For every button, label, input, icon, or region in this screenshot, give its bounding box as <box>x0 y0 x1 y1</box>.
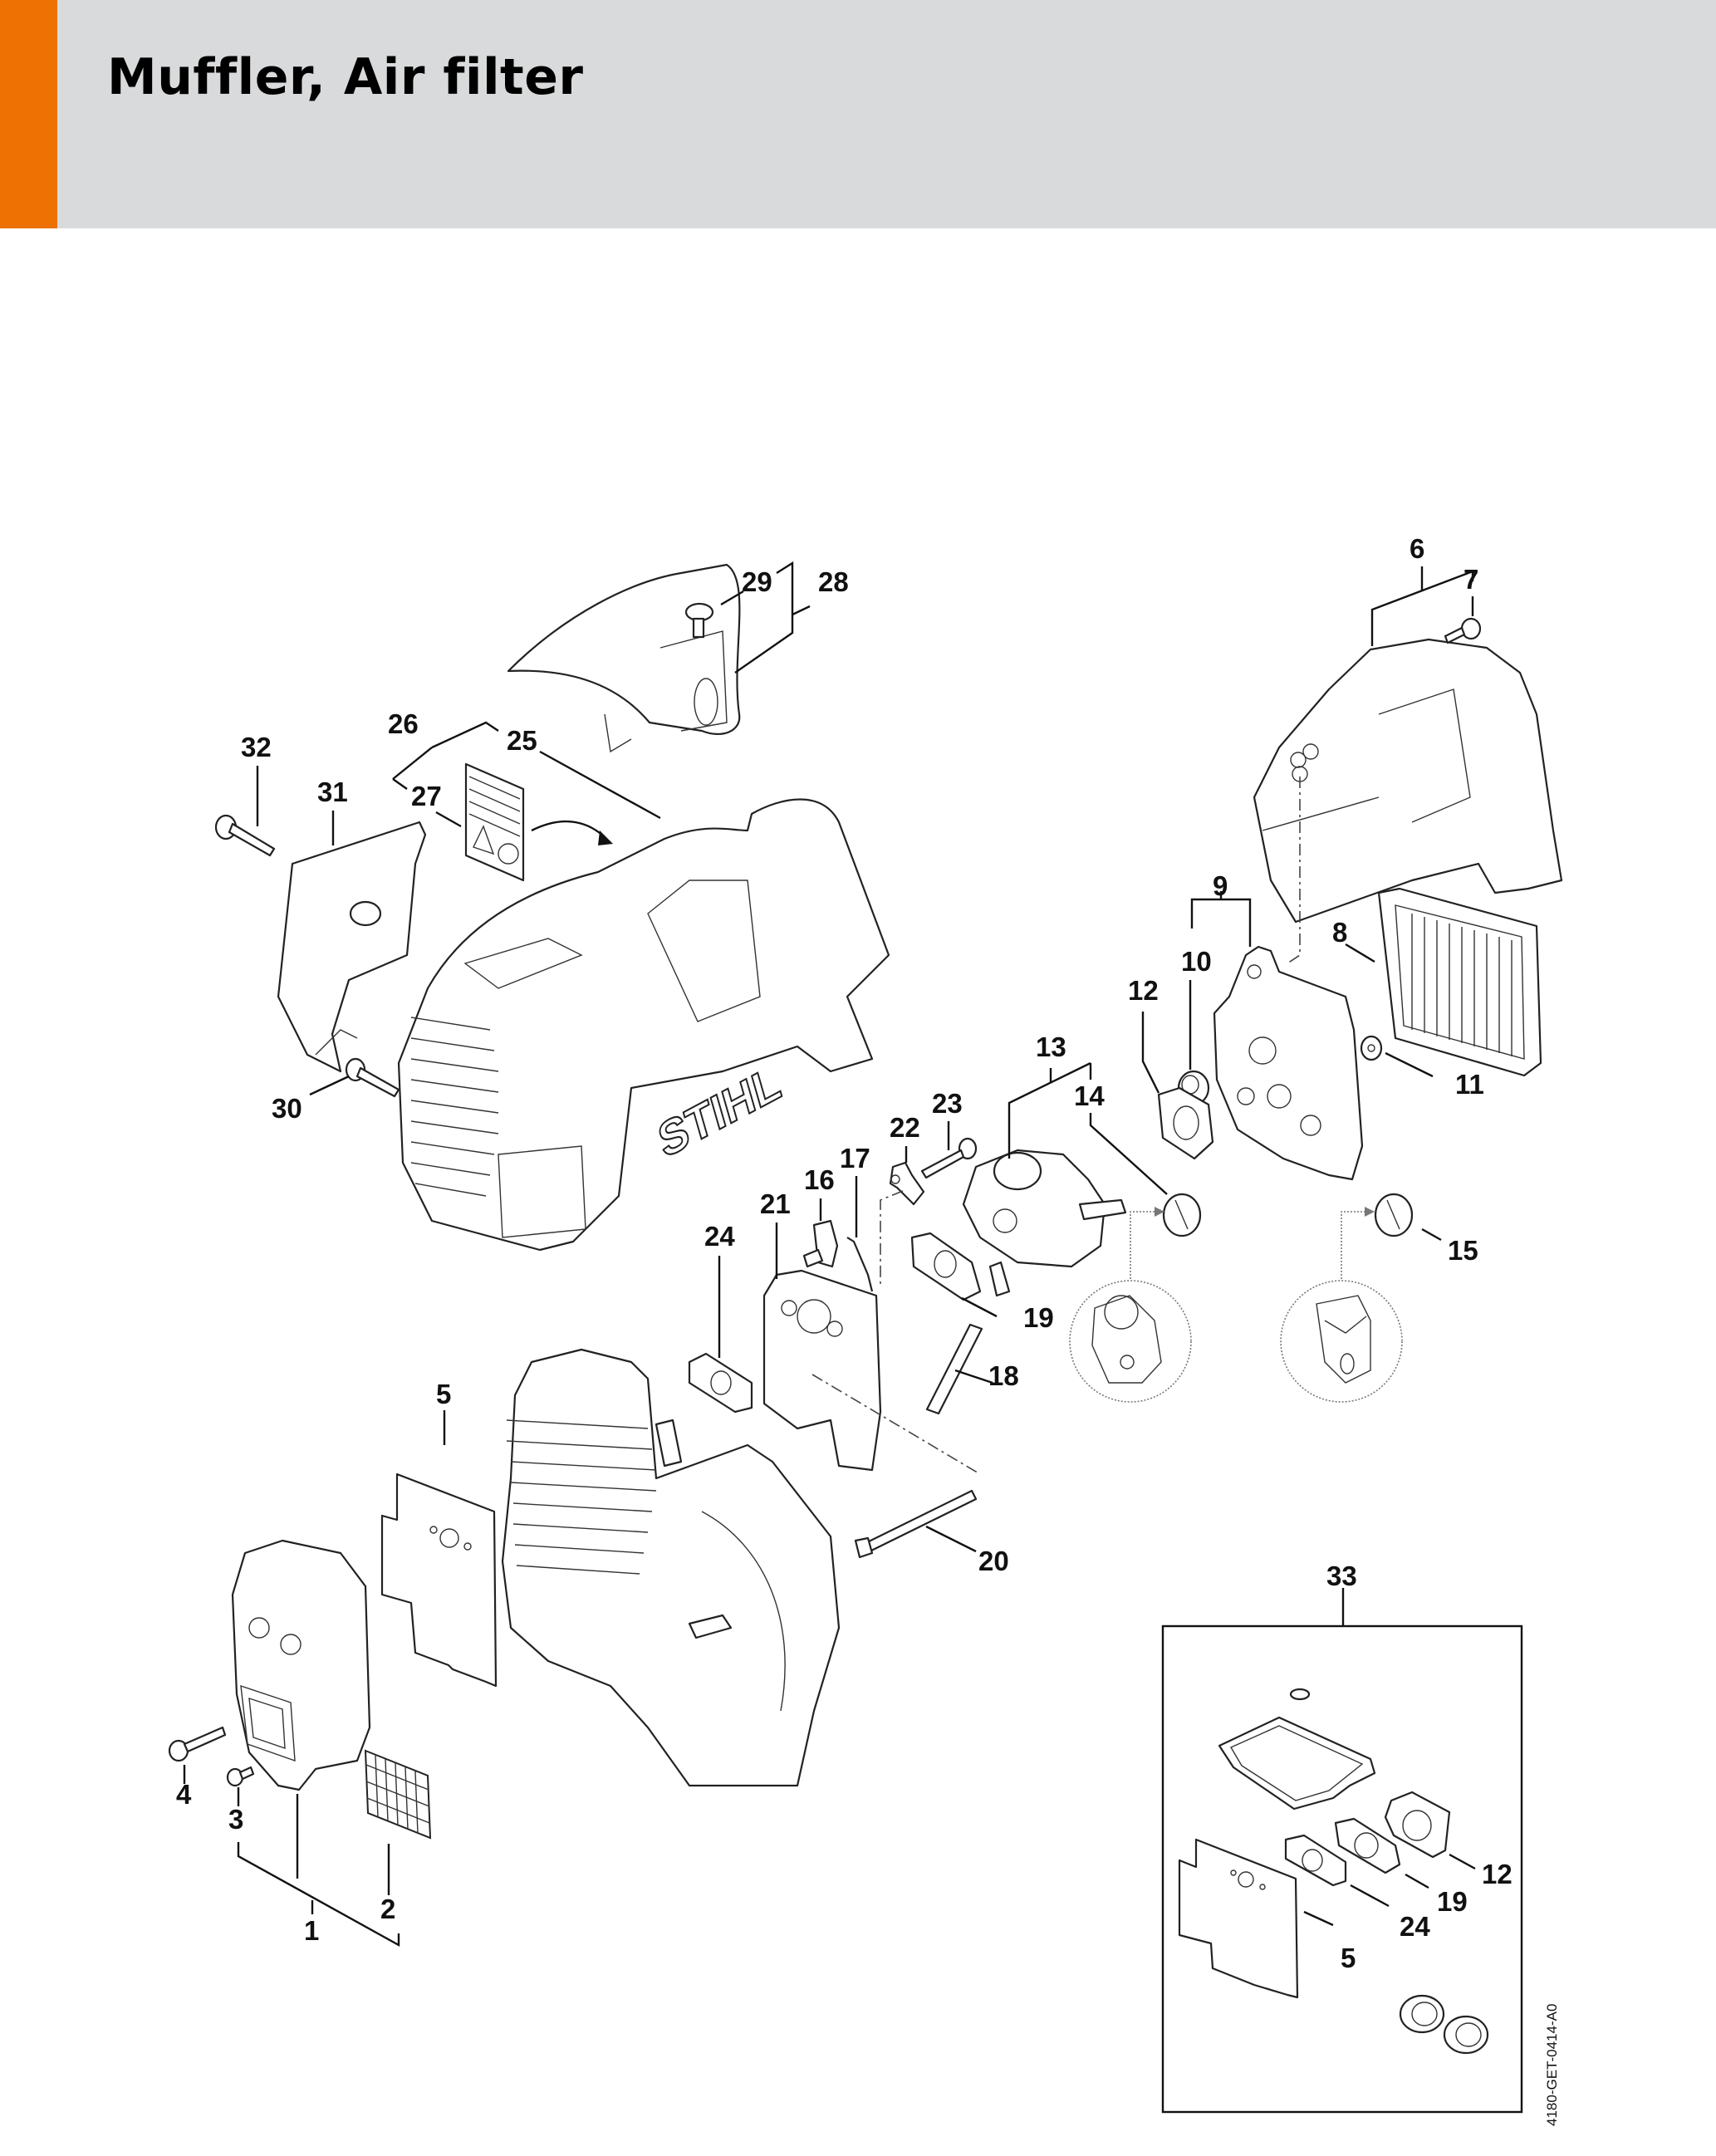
callout-22[interactable]: 22 <box>890 1112 920 1143</box>
screw-icon[interactable] <box>684 602 714 639</box>
filter-pleats <box>1411 914 1513 1056</box>
screw-icon[interactable] <box>226 1766 255 1787</box>
part-top-cover[interactable] <box>507 563 741 753</box>
callout-19[interactable]: 19 <box>1023 1302 1054 1333</box>
callout-14[interactable]: 14 <box>1074 1080 1105 1111</box>
part-gasket[interactable] <box>1157 1086 1214 1160</box>
callout-4[interactable]: 4 <box>176 1779 192 1810</box>
callout-31[interactable]: 31 <box>317 777 348 807</box>
accent-bar <box>0 0 57 228</box>
callout-13[interactable]: 13 <box>1036 1031 1066 1062</box>
callout-9[interactable]: 9 <box>1213 870 1228 901</box>
arrow-icon <box>1155 1207 1164 1217</box>
inset-callout-12[interactable]: 12 <box>1482 1859 1513 1889</box>
part-long-bolt[interactable] <box>854 1489 978 1559</box>
gasket-set-inset[interactable] <box>1161 1588 1523 2114</box>
detail-view-circle <box>1069 1280 1192 1403</box>
drawing-code: 4180-GET-0414-A0 <box>1544 2004 1560 2126</box>
callout-2[interactable]: 2 <box>380 1894 395 1924</box>
inset-callout-19[interactable]: 19 <box>1437 1886 1468 1917</box>
callout-23[interactable]: 23 <box>932 1088 963 1119</box>
arrow-icon <box>598 831 613 845</box>
part-spark-arrestor-screen[interactable] <box>364 1749 432 1840</box>
part-gasket <box>1384 1791 1451 1859</box>
inset-callout-24[interactable]: 24 <box>1400 1911 1430 1942</box>
oil-seal-icon <box>1399 1994 1445 2034</box>
part-choke-knob[interactable] <box>1374 1193 1414 1237</box>
part-throttle-lever[interactable] <box>802 1219 839 1268</box>
shroud-cooling-slots <box>410 1017 499 1197</box>
part-air-filter-cover[interactable] <box>1253 638 1563 924</box>
callout-12[interactable]: 12 <box>1128 975 1159 1006</box>
callout-11[interactable]: 11 <box>1455 1069 1484 1100</box>
oil-seal-icon <box>1443 2015 1489 2055</box>
arrow-icon <box>1365 1207 1375 1217</box>
part-intake-flange[interactable] <box>762 1269 882 1472</box>
screw-icon[interactable] <box>1444 617 1482 644</box>
callout-26[interactable]: 26 <box>388 708 419 739</box>
callout-16[interactable]: 16 <box>804 1164 835 1195</box>
bolt-icon[interactable] <box>345 1057 400 1098</box>
callout-33[interactable]: 33 <box>1326 1561 1357 1591</box>
callout-27[interactable]: 27 <box>411 781 442 811</box>
nut-icon[interactable] <box>1360 1035 1383 1061</box>
part-gasket <box>1334 1817 1401 1874</box>
callout-17[interactable]: 17 <box>840 1143 870 1174</box>
part-air-filter-base[interactable] <box>1213 945 1364 1181</box>
part-spring[interactable] <box>846 1237 874 1292</box>
part-air-guide-baffle[interactable] <box>277 821 427 1073</box>
screw-icon[interactable] <box>920 1137 978 1179</box>
callout-29[interactable]: 29 <box>742 566 772 597</box>
page-title: Muffler, Air filter <box>107 48 584 106</box>
callout-20[interactable]: 20 <box>978 1546 1009 1576</box>
part-choke-knob[interactable] <box>1162 1193 1202 1237</box>
callout-21[interactable]: 21 <box>760 1188 791 1219</box>
callout-28[interactable]: 28 <box>818 566 849 597</box>
detail-view-circle <box>1280 1280 1403 1403</box>
callout-3[interactable]: 3 <box>228 1804 243 1835</box>
part-gasket[interactable] <box>910 1232 982 1301</box>
part-gasket[interactable] <box>688 1352 753 1414</box>
callout-1[interactable]: 1 <box>304 1915 319 1946</box>
warning-label-sticker[interactable] <box>464 762 525 882</box>
part-cover-seal <box>1218 1716 1376 1811</box>
page-header: Muffler, Air filter <box>0 0 1716 228</box>
callout-15[interactable]: 15 <box>1448 1235 1478 1266</box>
cylinder-cooling-fins <box>506 1419 657 1575</box>
callout-32[interactable]: 32 <box>241 732 272 762</box>
callout-10[interactable]: 10 <box>1181 946 1212 977</box>
part-carburetor[interactable] <box>962 1149 1127 1297</box>
callout-25[interactable]: 25 <box>507 725 537 756</box>
part-air-filter-element[interactable] <box>1377 887 1542 1077</box>
callout-30[interactable]: 30 <box>272 1093 302 1124</box>
callout-5[interactable]: 5 <box>436 1379 451 1409</box>
bolt-icon[interactable] <box>214 814 276 857</box>
callout-7[interactable]: 7 <box>1464 564 1478 595</box>
callout-8[interactable]: 8 <box>1332 917 1347 948</box>
inset-callout-5[interactable]: 5 <box>1341 1943 1356 1973</box>
part-heat-shield-plate[interactable] <box>380 1472 498 1688</box>
o-ring-icon <box>1289 1688 1311 1701</box>
callout-6[interactable]: 6 <box>1410 533 1424 564</box>
engine-cylinder-crankcase <box>501 1348 841 1787</box>
callout-24[interactable]: 24 <box>704 1221 735 1252</box>
part-heat-shield-plate <box>1178 1838 1299 1999</box>
part-bracket[interactable] <box>889 1161 925 1206</box>
bolt-icon[interactable] <box>168 1726 227 1762</box>
part-muffler[interactable] <box>231 1539 371 1791</box>
part-gasket <box>1284 1834 1347 1887</box>
callout-18[interactable]: 18 <box>988 1360 1019 1391</box>
part-impulse-hose[interactable] <box>925 1323 983 1415</box>
